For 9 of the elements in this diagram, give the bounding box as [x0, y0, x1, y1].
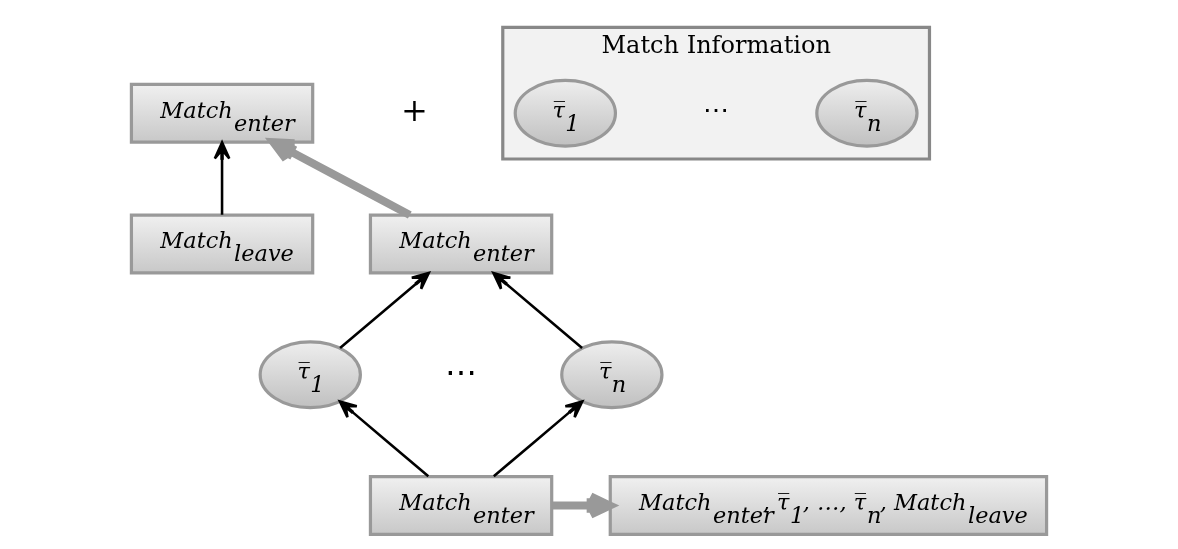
label: ⋯ — [445, 352, 478, 391]
label: ⋯ — [703, 95, 730, 126]
arrow — [492, 271, 583, 349]
arrow — [268, 138, 412, 219]
label: + — [401, 91, 428, 130]
arrow — [492, 400, 584, 478]
arrow — [339, 271, 430, 349]
arrow — [338, 400, 430, 478]
arrow — [213, 141, 231, 215]
